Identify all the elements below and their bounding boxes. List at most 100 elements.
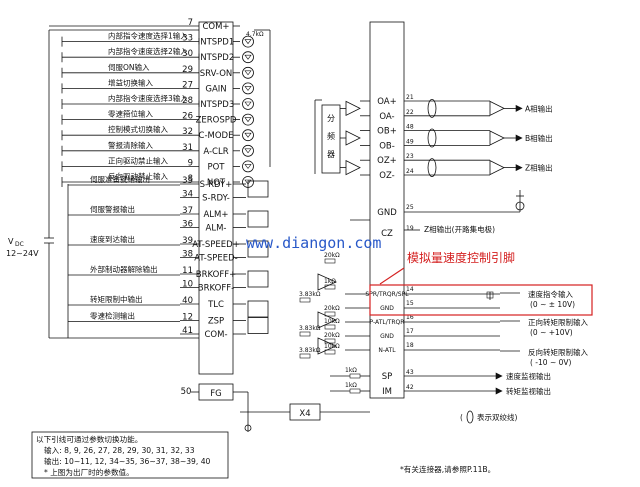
opamp-2 xyxy=(317,337,337,355)
output-label-3: 外部制动器解除输出 xyxy=(90,264,158,274)
left-output-group: 伺服准备就绪输出S-RDY+35S-RDY-34伺服警报输出ALM+37ALM-… xyxy=(49,174,269,340)
cz-pin: 19 xyxy=(406,225,414,232)
input-pin-7: 7 xyxy=(188,18,193,28)
output-pin-36: 36 xyxy=(182,220,193,230)
connector-left-body xyxy=(198,21,234,375)
output-signal-38: AT-SPEED- xyxy=(194,254,238,264)
output-label-1: 伺服警报输出 xyxy=(90,204,135,214)
output-pin-39: 39 xyxy=(182,236,193,246)
callout-label: 模拟量速度控制引脚 xyxy=(407,250,515,265)
encoder-pin-22: 22 xyxy=(406,109,414,116)
opamp-1 xyxy=(317,311,337,329)
encoder-output-label-1: B相输出 xyxy=(525,133,553,143)
output-signal-34: S-RDY- xyxy=(202,194,230,204)
dc-supply: V DC 12~24V xyxy=(6,29,199,338)
note-line-3: 输出: 10~11, 12, 34~35, 36~37, 38~39, 40 xyxy=(44,456,211,466)
input-label-33: 内部指令速度选择1输入 xyxy=(108,31,188,41)
input-label-27: 增益切换输入 xyxy=(108,77,153,87)
output-pin-11: 11 xyxy=(182,266,193,276)
input-pin-30: 30 xyxy=(182,49,193,59)
cz-signal: CZ xyxy=(381,229,393,239)
divider-label: 分频器 xyxy=(327,114,335,159)
analog-signal-14: SPR/TRQR/SPL xyxy=(365,291,409,298)
encoder-pin-48: 48 xyxy=(406,124,414,131)
output-label-5: 零速检测输出 xyxy=(90,311,135,321)
notes-box xyxy=(31,431,229,479)
resistor-label-2: 3.83kΩ xyxy=(299,291,321,298)
output-signal-36: ALM- xyxy=(206,224,227,234)
twisted-legend: 表示双绞线) xyxy=(477,412,517,422)
input-signal-33: INTSPD1 xyxy=(198,38,235,48)
analog-input-group: SPR/TRQR/SPL14GND15P-ATL/TRQR16GND17N-AT… xyxy=(299,252,588,367)
callout-arrow xyxy=(379,267,405,285)
analog-signal-15: GND xyxy=(380,305,394,312)
input-label-29: 伺服ON输入 xyxy=(108,62,150,72)
output-pin-35: 35 xyxy=(182,176,193,186)
input-signal-9: POT xyxy=(207,162,225,172)
fg-signal: FG xyxy=(210,389,221,399)
fg-pin: 50 xyxy=(181,387,192,397)
monitor-r-43: 1kΩ xyxy=(345,367,357,374)
input-pin-29: 29 xyxy=(182,65,193,75)
watermark: www.diangon.com xyxy=(246,234,381,252)
input-label-31: 警报清除输入 xyxy=(108,140,153,150)
input-label-8: 反向驱动禁止输入 xyxy=(108,171,168,181)
encoder-output-label-0: A相输出 xyxy=(525,103,553,113)
output-signal-10: BRKOFF- xyxy=(198,284,234,294)
encoder-signal-21: OA+ xyxy=(377,97,396,107)
x4-label: X4 xyxy=(299,409,310,419)
gnd25-row xyxy=(350,190,521,221)
footnote: *有关连接器,请参照P.11B。 xyxy=(400,464,495,474)
twisted-legend-open: ( xyxy=(460,413,463,422)
input-label-26: 零速箝位输入 xyxy=(108,109,153,119)
analog-label-2-1: 反向转矩限制输入 xyxy=(528,347,588,357)
input-signal-8: NOT xyxy=(207,178,226,188)
resistor-label-5: 3.83kΩ xyxy=(299,325,321,332)
monitor-label-42: 转矩监视输出 xyxy=(506,386,551,396)
input-label-32: 控制模式切换输入 xyxy=(108,124,168,134)
output-label-2: 速度到达输出 xyxy=(90,234,135,244)
note-line-2: 输入: 8, 9, 26, 27, 28, 29, 30, 31, 32, 33 xyxy=(44,445,195,455)
analog-pin-15: 15 xyxy=(406,300,414,307)
resistor-label-0: 20kΩ xyxy=(324,252,340,259)
monitor-label-43: 速度监视输出 xyxy=(506,371,551,381)
encoder-pin-23: 23 xyxy=(406,153,414,160)
input-pin-8: 8 xyxy=(188,174,193,184)
monitor-signal-42: IM xyxy=(382,387,392,397)
resistor-label-3: 20kΩ xyxy=(324,305,340,312)
input-pin-27: 27 xyxy=(182,80,193,90)
output-signal-35: S-RDY+ xyxy=(200,180,233,190)
analog-label-0-2: (0 ~ ± 10V) xyxy=(530,300,575,309)
output-pin-37: 37 xyxy=(182,206,193,216)
analog-label-1-2: (0 ~ +10V) xyxy=(530,328,573,337)
note-line-1: 以下引线可通过参数切换功能。 xyxy=(36,434,142,444)
encoder-output-group: OA+21OA-22OB+48OB-49OZ+23OZ-24A相输出B相输出Z相… xyxy=(314,94,553,181)
monitor-r-42: 1kΩ xyxy=(345,382,357,389)
supply-voltage: 12~24V xyxy=(6,249,39,258)
encoder-output-label-2: Z相输出 xyxy=(525,163,553,173)
analog-pin-16: 16 xyxy=(406,314,414,321)
encoder-pin-24: 24 xyxy=(406,168,414,175)
gnd25-signal: GND xyxy=(377,208,397,218)
resistor-47k-label: 4.7kΩ xyxy=(246,31,264,38)
resistor-label-1: 1kΩ xyxy=(324,278,336,285)
divider-box xyxy=(321,104,341,174)
analog-highlight-box xyxy=(369,284,593,316)
analog-signal-18: N-ATL xyxy=(378,347,396,354)
output-signal-41: COM- xyxy=(204,330,227,340)
analog-label-1-1: 正向转矩限制输入 xyxy=(528,317,588,327)
output-pin-10: 10 xyxy=(182,280,193,290)
output-pin-41: 41 xyxy=(182,326,193,336)
monitor-signal-43: SP xyxy=(382,372,393,382)
supply-v: V xyxy=(8,237,14,246)
output-label-4: 转矩限制中输出 xyxy=(90,294,143,304)
resistor-label-8: 3.83kΩ xyxy=(299,347,321,354)
connector-right-body xyxy=(369,21,405,399)
output-signal-39: AT-SPEED+ xyxy=(192,240,240,250)
analog-label-2-2: ( -10 ~ 0V) xyxy=(530,358,572,367)
input-pin-9: 9 xyxy=(188,158,193,168)
input-signal-30: INTSPD2 xyxy=(198,53,235,63)
cz-label: Z相输出(开路集电极) xyxy=(424,224,495,234)
